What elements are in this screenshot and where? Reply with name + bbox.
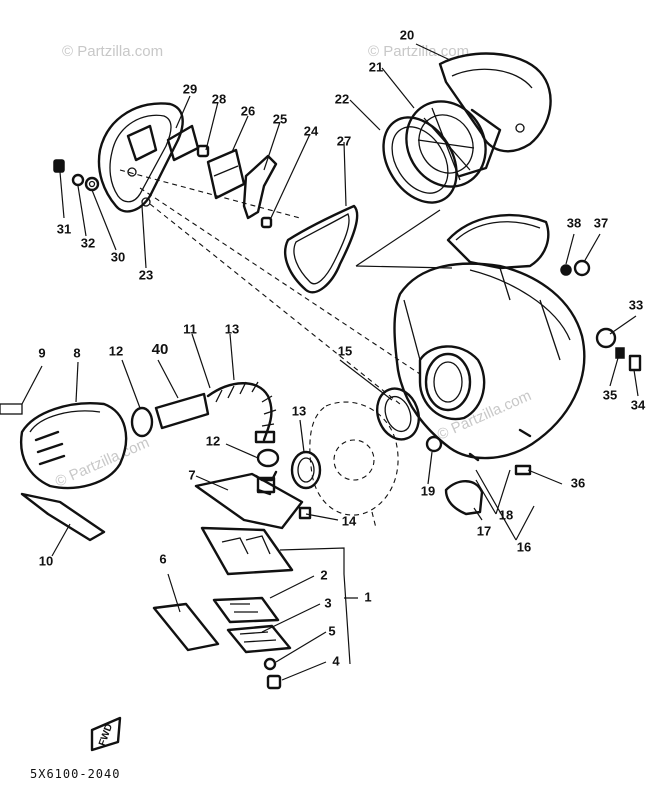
case-cap-drawing (97, 102, 184, 213)
callout-12-lower: 12 (206, 433, 220, 448)
clip-bolt-drawing (595, 327, 642, 372)
watermark: © Partzilla.com (435, 387, 534, 444)
plate-27-drawing (206, 148, 246, 200)
callout-29: 28 (212, 91, 226, 106)
callout-3: 3 (324, 595, 331, 610)
callout-38: 37 (594, 215, 608, 230)
callout-5: 5 (328, 623, 335, 638)
callout-32: 31 (57, 221, 71, 236)
watermark: © Partzilla.com (62, 43, 163, 60)
callout-35: 34 (631, 397, 646, 412)
clamp-12-lower-drawing (256, 448, 280, 468)
callout-39: 38 (567, 215, 581, 230)
seal-drawing (283, 204, 359, 294)
leader-lines (21, 43, 639, 681)
elbow-drawing (444, 480, 484, 516)
callout-15: 14 (342, 513, 357, 528)
bolt-37-drawing (514, 464, 532, 476)
fwd-arrow-drawing: FWD (90, 716, 122, 752)
callout-8: 8 (73, 345, 80, 360)
callout-25: 24 (304, 123, 319, 138)
band-drawing (290, 450, 322, 490)
callout-17: 16 (517, 539, 531, 554)
reed-valve-drawing (152, 470, 312, 690)
callout-24: 23 (139, 267, 153, 282)
watermark: © Partzilla.com (368, 43, 469, 60)
watermark: © Partzilla.com (53, 434, 152, 491)
callout-10: 10 (39, 553, 53, 568)
callout-40: 40 (152, 341, 169, 358)
clamp-12-left-drawing (130, 406, 154, 438)
callout-14: 13 (292, 403, 306, 418)
bracket-drawing (242, 154, 278, 220)
bolt-29-drawing (196, 144, 210, 158)
callout-27: 26 (241, 103, 255, 118)
hose-drawing (206, 381, 277, 444)
joint-40-drawing (154, 392, 210, 430)
clamp-20-drawing (425, 435, 443, 453)
callout-9: 9 (38, 345, 45, 360)
callout-7: 7 (188, 467, 195, 482)
callout-28: 27 (337, 133, 351, 148)
callout-31: 30 (111, 249, 125, 264)
case-cover-drawing (438, 52, 552, 153)
screw-25-drawing (260, 216, 273, 229)
callout-37: 36 (571, 475, 585, 490)
callout-4: 4 (332, 653, 340, 668)
callout-22: 21 (369, 59, 383, 74)
air-filter-case-drawing (393, 213, 586, 462)
collar-drawing (560, 259, 591, 277)
callout-34: 33 (629, 297, 643, 312)
callout-26: 25 (273, 111, 287, 126)
element-drawing (405, 100, 502, 188)
callout-1: 1 (364, 589, 371, 604)
gasket-drawing (382, 116, 458, 204)
diagram-code: 5X6100-2040 (30, 767, 120, 781)
silencer-drawing (0, 402, 128, 542)
callout-12-left: 12 (109, 343, 123, 358)
callout-33: 32 (81, 235, 95, 250)
callout-19: 18 (499, 507, 513, 522)
callout-20: 19 (421, 483, 435, 498)
callout-23: 22 (335, 91, 349, 106)
callout-30: 29 (183, 81, 197, 96)
callout-36: 35 (603, 387, 617, 402)
carburetor-outline (309, 401, 399, 529)
joint-16-drawing (376, 387, 420, 441)
callout-6: 6 (159, 551, 166, 566)
callout-21: 20 (400, 27, 414, 42)
callout-2: 2 (320, 567, 327, 582)
callout-16: 15 (338, 343, 352, 358)
plate-drawing (166, 124, 200, 162)
callout-13-label: 13 (225, 321, 239, 336)
callout-18: 17 (477, 523, 491, 538)
callout-11: 11 (183, 321, 197, 336)
callout-labels: 20 21 22 27 29 28 26 25 24 31 32 30 23 3… (38, 27, 646, 668)
